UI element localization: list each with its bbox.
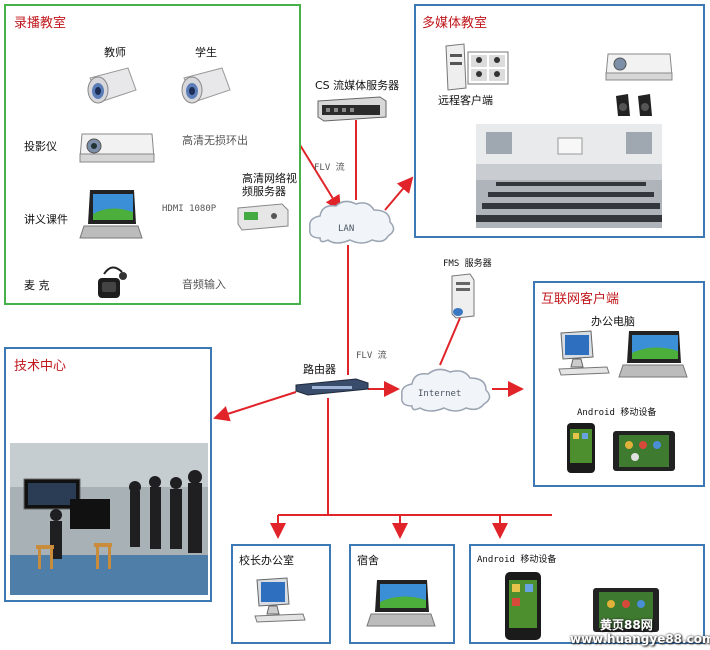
recording-classroom-panel: 录播教室 教师 学生 投影仪 高清无损环出 讲义课件 HDMI 1080P 高清… [4,4,301,305]
principal-desktop-icon [254,577,306,623]
multimedia-classroom-title: 多媒体教室 [422,16,488,31]
bottom-smartphone-icon [505,572,541,640]
android-bottom-panel: Android 移动设备 [469,544,705,644]
router-icon [295,378,369,396]
tech-center-panel: 技术中心 [4,347,212,602]
dorm-panel: 宿舍 [349,544,455,644]
tech-center-title: 技术中心 [14,359,67,374]
watermark-url: www.huangye88.com [570,632,710,646]
router-to-tech-line [213,391,297,422]
laptop-icon [79,190,143,239]
hdmi-label: HDMI 1080P [162,204,217,214]
flv-top-label: FLV 流 [314,163,345,173]
lecture-label: 讲义课件 [24,213,68,226]
projector-label: 投影仪 [24,140,57,153]
microphone-icon [98,266,127,298]
lan-to-multimedia-line [384,176,414,211]
server-to-lan-line [299,144,342,212]
internet-label: Internet [418,389,462,399]
bottom-tablet-icon [593,588,659,632]
tech-center-photo [10,443,208,595]
internet-client-panel: 互联网客户端 办公电脑 Android 移动设备 [533,281,705,487]
hd-out-label: 高清无损环出 [182,134,248,147]
dorm-laptop-icon [366,580,436,627]
office-laptop-icon [618,331,688,378]
audio-in-label: 音频输入 [182,278,226,291]
projector-icon [79,133,155,163]
teacher-label: 教师 [104,46,126,59]
lan-label: LAN [338,224,355,234]
principal-office-title: 校长办公室 [239,554,294,567]
watermark-title: 黄页88网 [600,618,653,632]
android-bottom-title: Android 移动设备 [477,555,557,565]
fms-to-internet-line [439,317,461,366]
internet-client-title: 互联网客户端 [541,292,620,307]
speaker-icon [616,94,652,116]
classroom-photo [476,124,662,228]
recording-classroom-title: 录播教室 [14,16,67,31]
fms-server-icon [451,273,475,319]
android-devices-label: Android 移动设备 [577,408,657,418]
multimedia-classroom-panel: 多媒体教室 远程客户端 [414,4,705,238]
video-server-label: 高清网络视频服务器 [242,172,297,198]
student-label: 学生 [195,46,217,59]
flv-mid-label: FLV 流 [356,351,387,361]
teacher-camera-icon [87,67,137,104]
desktop-pc-icon [558,330,610,376]
principal-office-panel: 校长办公室 [231,544,331,644]
router-label: 路由器 [303,363,336,376]
lan-cloud [308,200,395,244]
remote-client-icon [445,43,509,91]
mic-label: 麦 克 [24,279,50,292]
cs-server-label: CS 流媒体服务器 [315,79,400,92]
smartphone-icon [567,423,595,473]
fms-server-label: FMS 服务器 [443,259,492,269]
mm-projector-icon [605,53,673,81]
video-server-icon [237,203,289,231]
dorm-title: 宿舍 [357,554,379,567]
internet-cloud [400,368,491,412]
remote-client-label: 远程客户端 [438,94,493,107]
student-camera-icon [181,67,231,104]
office-pc-label: 办公电脑 [591,315,635,328]
tablet-icon [613,431,675,471]
cs-server-icon [317,96,387,122]
